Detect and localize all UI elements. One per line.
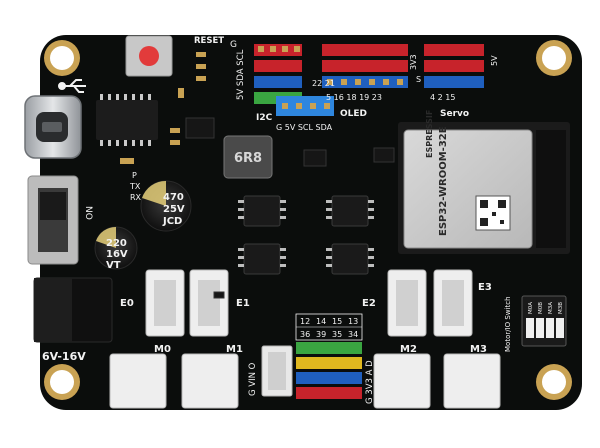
motor-switch-label: Motor/IO Switch <box>504 296 512 352</box>
inductor-label: 6R8 <box>234 151 262 166</box>
label-s-top: S <box>416 75 421 84</box>
pin-15: 15 <box>332 317 342 326</box>
pin-35: 35 <box>332 330 342 339</box>
cap-small-line3: VT <box>106 260 121 271</box>
dip-switch <box>521 295 567 347</box>
esp32-module: ESPRESSIF ESP32-WROOM-32E <box>398 110 570 254</box>
inductor: 6R8 <box>223 135 273 179</box>
label-oled-pins: G 5V SCL SDA <box>276 123 333 132</box>
label-rx: RX <box>130 193 142 202</box>
label-no: NO <box>83 206 93 220</box>
pin-36: 36 <box>300 330 310 339</box>
capacitor-220uf: 220 16V VT <box>94 226 138 271</box>
power-label: 6V-16V <box>42 350 86 363</box>
label-oled: OLED <box>340 109 367 119</box>
pin-13: 13 <box>348 317 358 326</box>
cap-big-line1: 470 <box>163 192 184 203</box>
label-3v3: 3V3 <box>409 54 418 70</box>
pin-34: 34 <box>348 330 358 339</box>
usb-icon <box>58 79 86 93</box>
dip-label-3: M3B <box>558 302 564 314</box>
reset-button <box>125 35 173 77</box>
aux-connector <box>261 345 293 397</box>
label-g-top: G <box>230 40 237 50</box>
mounting-holes <box>44 40 572 400</box>
label-p: P <box>132 171 137 180</box>
esp-model: ESP32-WROOM-32E <box>438 126 449 236</box>
power-switch <box>27 175 79 265</box>
capacitor-470uf: 470 25V JCD <box>140 180 192 232</box>
label-m2: M2 <box>400 344 417 355</box>
pin-14: 14 <box>316 317 326 326</box>
label-5v-sda-scl: 5V SDA SCL <box>236 49 246 100</box>
cap-big-line2: 25V <box>163 204 185 215</box>
label-tx: TX <box>129 182 141 191</box>
pin-39: 39 <box>316 330 326 339</box>
label-e2: E2 <box>362 298 376 309</box>
misc-small-chips <box>185 117 395 299</box>
label-e0: E0 <box>120 298 134 309</box>
label-5v-top: 5V <box>490 55 499 66</box>
header-block-servo <box>424 44 484 88</box>
esp-brand: ESPRESSIF <box>425 110 434 158</box>
reset-label: RESET <box>194 36 224 46</box>
header-block-center <box>322 44 408 88</box>
chip-pins <box>238 200 374 267</box>
label-e3: E3 <box>478 282 492 293</box>
label-gpio-left: 22 21 <box>312 79 335 88</box>
encoder-connector-slots <box>154 280 464 326</box>
label-servo: Servo <box>440 109 469 119</box>
cap-small-line1: 220 <box>106 238 127 249</box>
motor-connectors <box>109 353 501 409</box>
dc-barrel-jack <box>33 277 113 343</box>
label-g-3v3-a-d: G 3V3 A D <box>365 360 375 404</box>
label-m1: M1 <box>226 344 243 355</box>
usb-uart-chip <box>96 94 158 146</box>
label-e1: E1 <box>236 298 250 309</box>
dip-label-1: M0B <box>538 302 544 314</box>
label-i2c: I2C <box>256 113 273 123</box>
cap-small-line2: 16V <box>106 249 128 260</box>
oled-header <box>276 96 334 116</box>
label-m0: M0 <box>154 344 171 355</box>
sensor-pin-labels <box>295 313 363 341</box>
dip-label-0: M0A <box>528 302 534 314</box>
usb-c-connector <box>24 95 82 159</box>
header-block-sensor <box>296 342 362 399</box>
label-g-vin-o: G VIN O <box>248 362 258 396</box>
dip-label-2: M3A <box>548 302 554 314</box>
cap-big-line3: JCD <box>162 216 182 227</box>
label-m3: M3 <box>470 344 487 355</box>
label-gpio-row: 5 16 18 19 23 <box>326 93 382 102</box>
label-gpio-servo: 4 2 15 <box>430 93 455 102</box>
pin-12: 12 <box>300 317 310 326</box>
